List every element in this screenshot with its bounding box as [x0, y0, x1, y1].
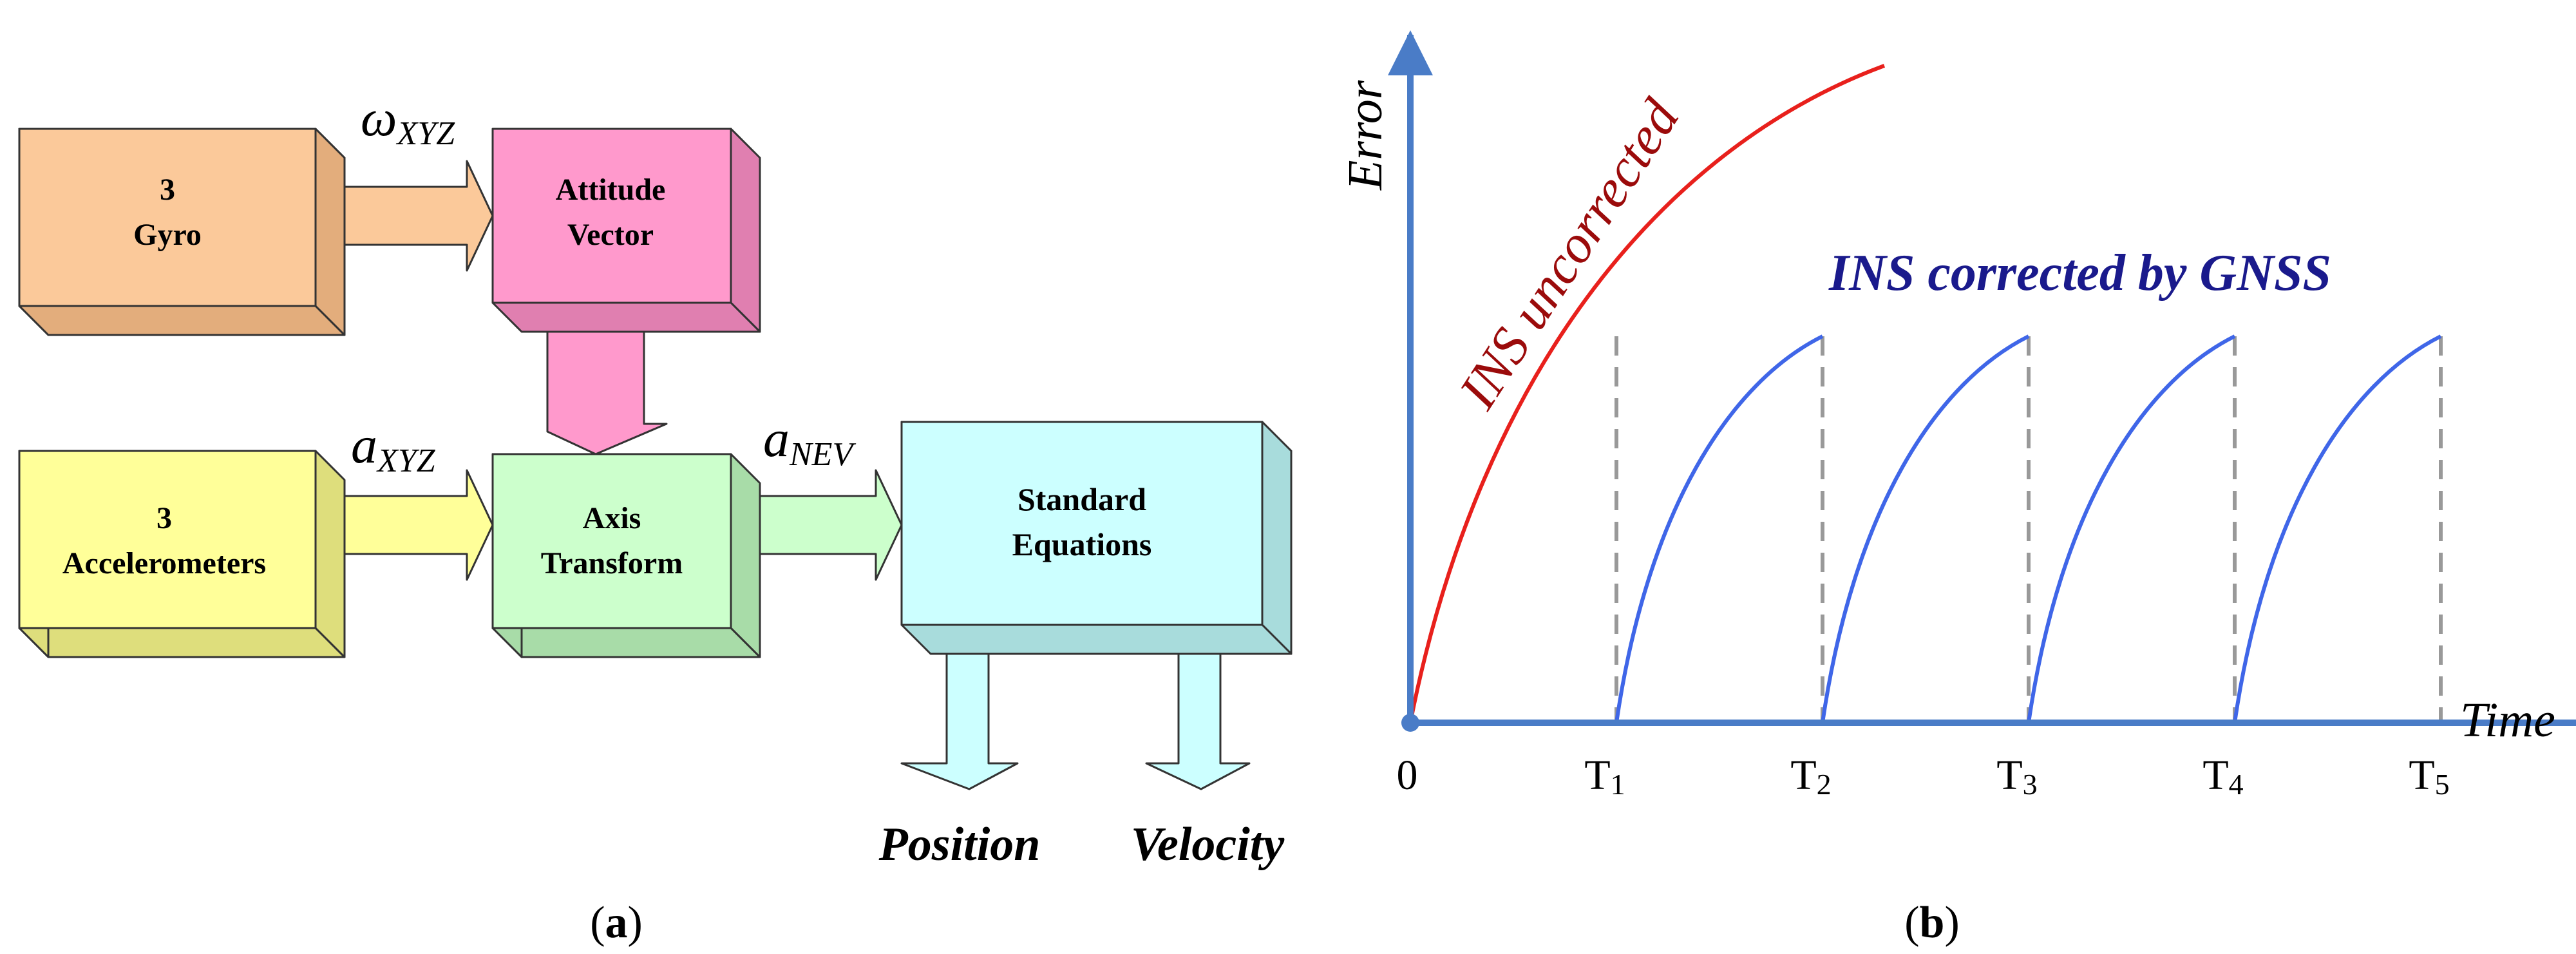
- panel-a-block-diagram: 3 Gyro Attitude Vector 3 Accelerometers …: [18, 90, 1293, 948]
- x-axis-label: Time: [2460, 693, 2555, 747]
- attitude-vector-box: [491, 128, 761, 333]
- y-axis-label: Error: [1338, 80, 1392, 191]
- accel-line1: 3: [156, 501, 172, 535]
- x-tick-label: T3: [1996, 752, 2037, 801]
- axis-line1: Axis: [583, 501, 641, 535]
- dashed-guides: [1615, 336, 2443, 723]
- standard-line2: Equations: [1012, 526, 1152, 562]
- x-tick-label: T1: [1584, 752, 1625, 801]
- origin-label: 0: [1397, 752, 1418, 799]
- a-xyz-label: aXYZ: [351, 415, 436, 479]
- gyro-line1: 3: [160, 173, 175, 207]
- standard-equations-box: [900, 421, 1293, 655]
- attitude-line1: Attitude: [556, 173, 666, 207]
- axis-transform-box: [491, 453, 761, 658]
- caption-a: (a): [590, 898, 643, 948]
- series-ins-uncorrected: [1408, 64, 1886, 723]
- axis-line2: Transform: [541, 546, 683, 580]
- x-tick-label: T5: [2409, 752, 2449, 801]
- attitude-line2: Vector: [567, 218, 654, 252]
- a-nev-label: aNEV: [763, 409, 856, 473]
- caption-b: (b): [1904, 898, 1960, 948]
- origin-dot: [1401, 714, 1419, 732]
- accel-line2: Accelerometers: [62, 546, 266, 580]
- corrected-segment: [1615, 334, 1824, 723]
- series-ins-corrected: [1615, 334, 2442, 723]
- x-tick-label: T2: [1790, 752, 1831, 801]
- label-ins-corrected: INS corrected by GNSS: [1828, 245, 2331, 301]
- standard-line1: Standard: [1018, 481, 1146, 517]
- corrected-segment: [2027, 334, 2236, 723]
- output-position: Position: [878, 818, 1041, 871]
- corrected-segment: [1821, 334, 2030, 723]
- x-tick-label: T4: [2202, 752, 2243, 801]
- x-tick-labels: T1 T2 T3 T4 T5: [1584, 752, 2449, 801]
- gyro-box: [18, 128, 346, 336]
- gyro-line2: Gyro: [133, 218, 202, 252]
- corrected-segment: [2233, 334, 2442, 723]
- output-velocity: Velocity: [1131, 818, 1285, 871]
- label-ins-uncorrected: INS uncorrected: [1447, 89, 1690, 419]
- omega-xyz-label: ωXYZ: [361, 90, 455, 152]
- accelerometers-box: [18, 450, 346, 658]
